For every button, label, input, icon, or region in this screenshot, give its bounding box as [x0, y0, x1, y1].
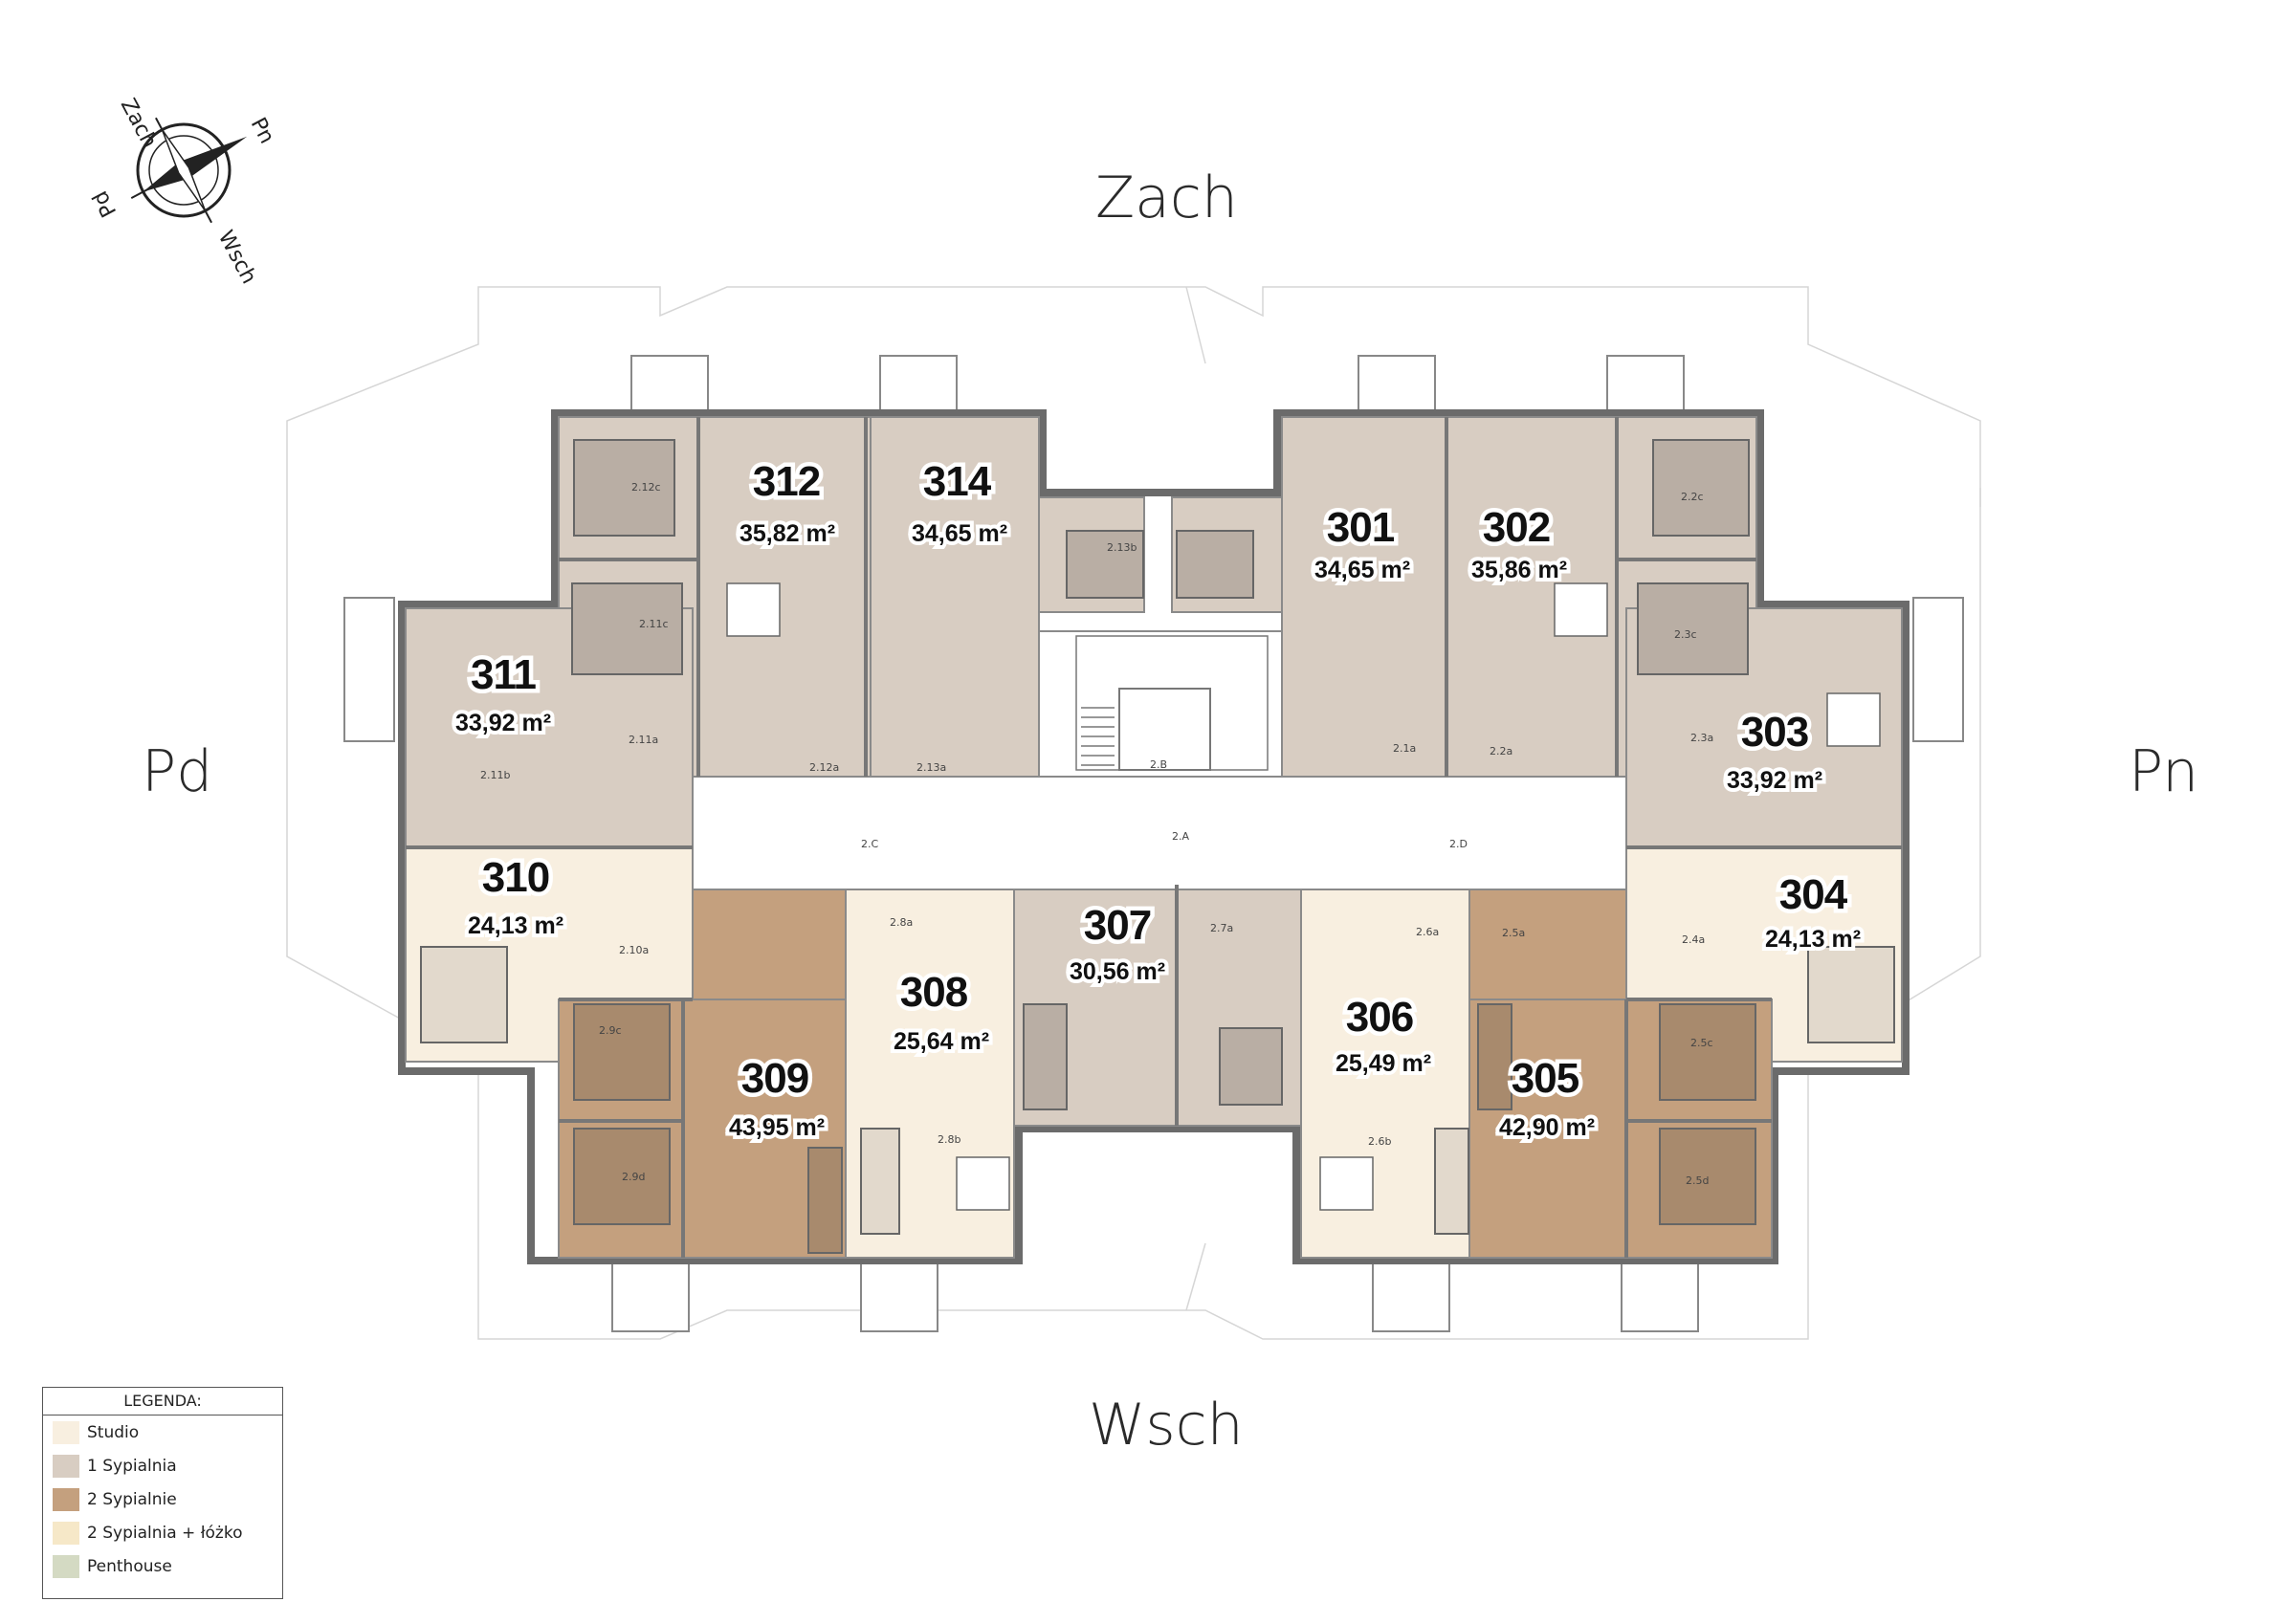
direction-bottom-label: Wsch: [1089, 1392, 1244, 1459]
furniture: [420, 439, 1895, 1254]
room-code: 2.C: [861, 838, 878, 850]
unit-number: 302: [1483, 504, 1550, 551]
legend-label: Penthouse: [87, 1556, 172, 1576]
compass-label-zach: Zach: [116, 95, 162, 152]
unit-area: 35,82 m²: [740, 520, 835, 547]
room-code: 2.9d: [622, 1171, 645, 1183]
room-codes: 2.12c 2.11c 2.11a 2.11b 2.12a 2.13a 2.13…: [480, 481, 1713, 1187]
unit-area: 42,90 m²: [1499, 1114, 1595, 1141]
legend-swatch: [53, 1554, 79, 1578]
room-code: 2.10a: [619, 944, 649, 956]
legend-label: 1 Sypialnia: [87, 1456, 177, 1476]
unit-number: 314: [923, 458, 992, 505]
unit-area: 35,86 m²: [1471, 557, 1567, 583]
room-code: 2.3a: [1690, 732, 1713, 744]
unit-number: 305: [1512, 1055, 1579, 1102]
unit-number: 312: [753, 458, 820, 505]
unit-number: 309: [741, 1055, 808, 1102]
legend-item-studio: Studio: [43, 1416, 282, 1449]
unit-number: 301: [1327, 504, 1395, 551]
legend-swatch: [53, 1420, 79, 1444]
legend: LEGENDA: Studio 1 Sypialnia 2 Sypialnie …: [42, 1387, 283, 1599]
legend-label: 2 Sypialnie: [87, 1489, 177, 1509]
unit-labels: 312 35,82 m² 314 34,65 m² 301 34,65 m² 3…: [452, 454, 1865, 1146]
direction-top-label: Zach: [1095, 165, 1238, 231]
room-code: 2.8a: [890, 916, 913, 929]
unit-number: 307: [1084, 902, 1151, 949]
compass-label-wsch: Wsch: [213, 227, 261, 288]
room-code: 2.D: [1449, 838, 1468, 850]
room-code: 2.13b: [1107, 541, 1137, 554]
legend-item-penthouse: Penthouse: [43, 1549, 282, 1583]
room-code: 2.3c: [1674, 628, 1697, 641]
room-code: 2.9c: [599, 1024, 622, 1037]
unit-number: 306: [1346, 994, 1413, 1041]
unit-area: 33,92 m²: [455, 710, 551, 736]
unit-area: 30,56 m²: [1070, 958, 1165, 985]
direction-right-label: Pn: [2129, 738, 2199, 805]
unit-301-fill: [1281, 416, 1447, 778]
unit-number: 303: [1741, 709, 1808, 756]
room-code: 2.13a: [916, 761, 946, 774]
unit-area: 33,92 m²: [1727, 767, 1822, 794]
direction-left-label: Pd: [142, 738, 213, 805]
legend-swatch: [53, 1487, 79, 1511]
legend-item-two-bedroom: 2 Sypialnie: [43, 1482, 282, 1516]
legend-swatch: [53, 1521, 79, 1545]
room-code: 2.2c: [1681, 491, 1704, 503]
unit-area: 34,65 m²: [1314, 557, 1410, 583]
room-code: 2.B: [1150, 758, 1167, 771]
legend-label: 2 Sypialnia + łóżko: [87, 1523, 243, 1543]
room-code: 2.6b: [1368, 1135, 1391, 1148]
room-code: 2.A: [1172, 830, 1189, 843]
unit-number: 304: [1779, 871, 1848, 918]
unit-area: 24,13 m²: [1765, 926, 1861, 953]
room-code: 2.12c: [631, 481, 661, 494]
legend-title: LEGENDA:: [43, 1388, 282, 1416]
tables: [726, 582, 1881, 1211]
room-code: 2.5c: [1690, 1037, 1713, 1049]
unit-number: 311: [471, 651, 537, 698]
compass-label-pd: Pd: [88, 187, 121, 221]
unit-area: 34,65 m²: [912, 520, 1007, 547]
unit-area: 43,95 m²: [729, 1114, 825, 1141]
room-code: 2.4a: [1682, 933, 1705, 946]
room-code: 2.1a: [1393, 742, 1416, 755]
room-code: 2.8b: [938, 1133, 960, 1146]
interior-walls: [406, 417, 1902, 1258]
room-code: 2.5d: [1686, 1174, 1709, 1187]
compass-rose: [130, 117, 248, 224]
unit-area: 24,13 m²: [468, 912, 563, 939]
unit-number: 308: [900, 969, 968, 1016]
unit-314-fill: [870, 416, 1040, 778]
stairwell: [1075, 635, 1269, 771]
room-code: 2.6a: [1416, 926, 1439, 938]
legend-label: Studio: [87, 1422, 140, 1442]
room-code: 2.7a: [1210, 922, 1233, 934]
room-code: 2.2a: [1490, 745, 1512, 757]
room-code: 2.5a: [1502, 927, 1525, 939]
unit-area: 25,49 m²: [1336, 1050, 1431, 1077]
legend-item-two-bedroom-bed: 2 Sypialnia + łóżko: [43, 1516, 282, 1549]
legend-swatch: [53, 1454, 79, 1478]
unit-area: 25,64 m²: [894, 1028, 989, 1055]
legend-item-one-bedroom: 1 Sypialnia: [43, 1449, 282, 1482]
compass-label-pn: Pn: [246, 114, 279, 147]
room-code: 2.11c: [639, 618, 669, 630]
unit-number: 310: [482, 854, 549, 901]
room-code: 2.11a: [629, 734, 658, 746]
room-code: 2.12a: [809, 761, 839, 774]
room-code: 2.11b: [480, 769, 510, 781]
